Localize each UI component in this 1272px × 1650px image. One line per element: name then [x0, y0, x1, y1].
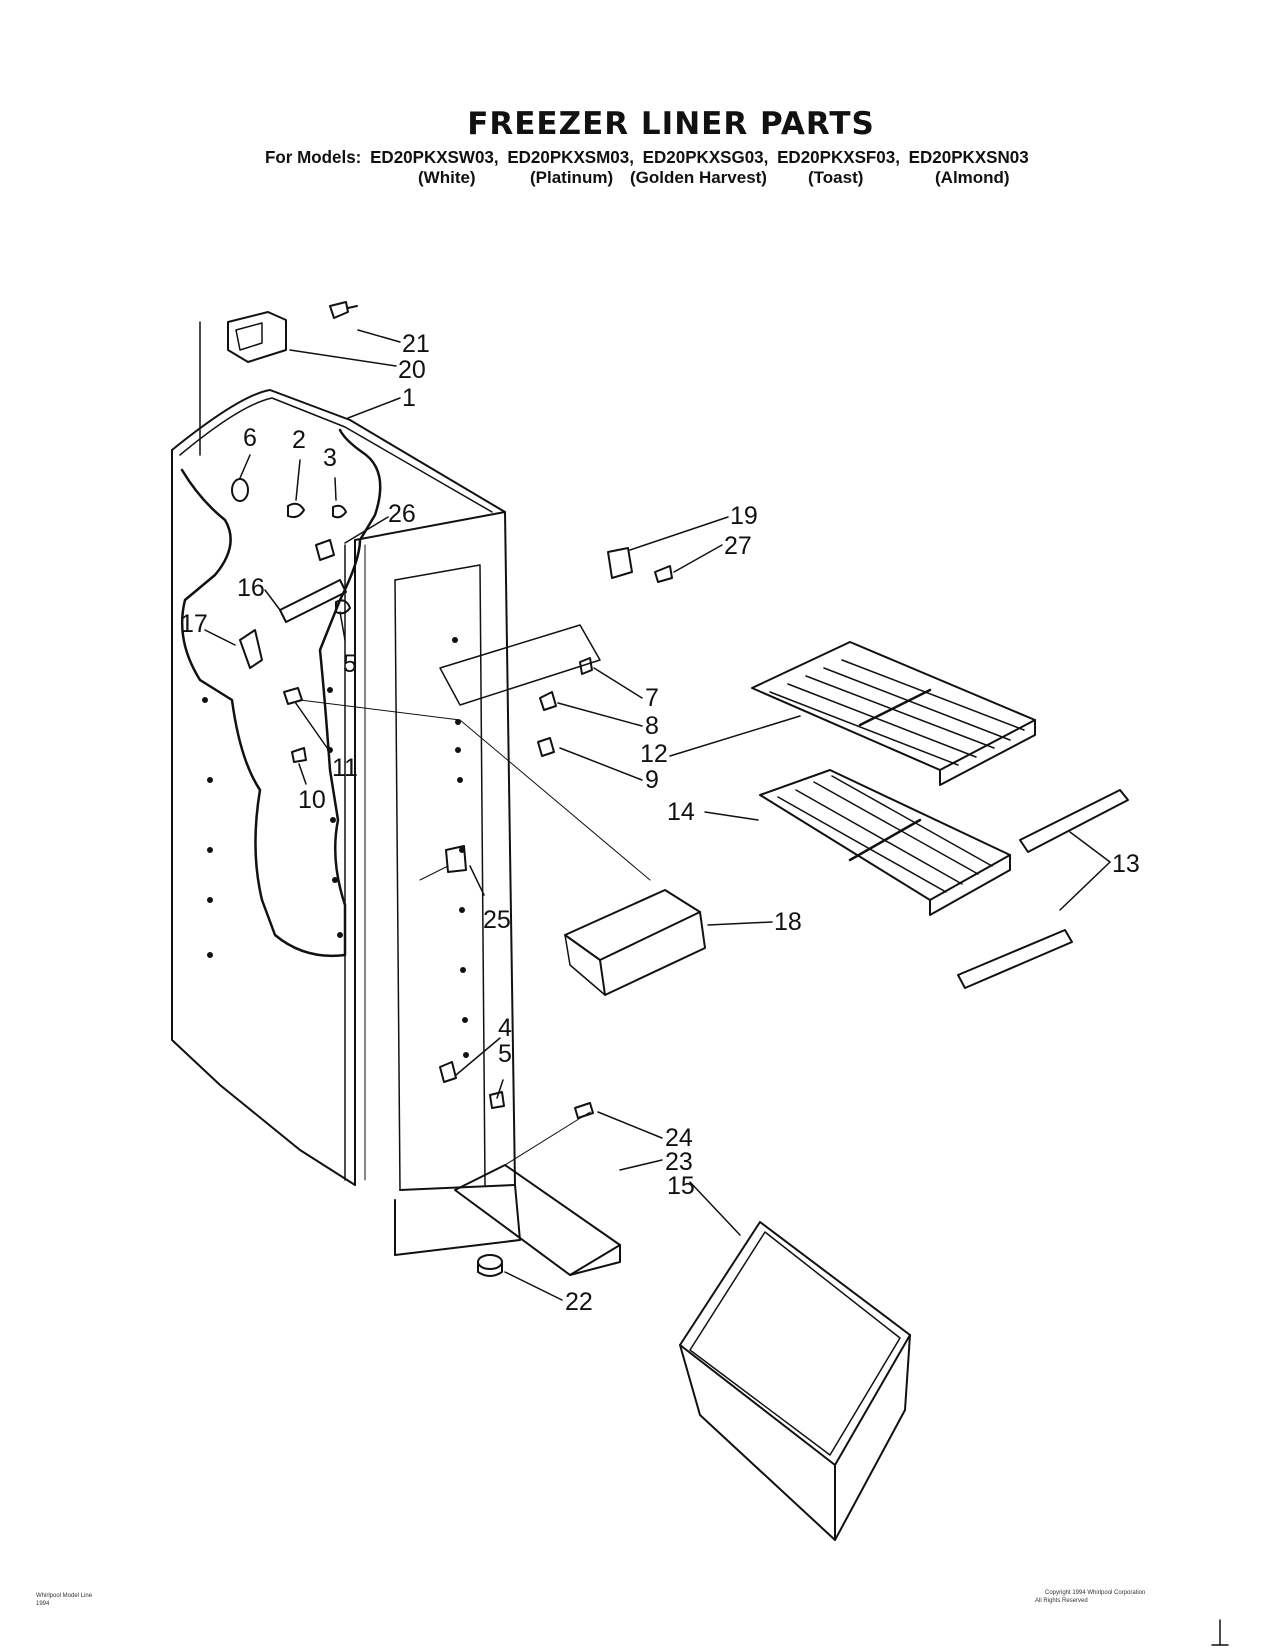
callout-16: 16	[237, 574, 265, 602]
footer-left-line1: Whirlpool Model Line	[36, 1593, 93, 1599]
leader-lines	[204, 329, 1111, 1301]
bottom-rail-part-23	[454, 1164, 621, 1276]
screw-part-24	[574, 1102, 594, 1119]
callout-18: 18	[774, 908, 802, 936]
callout-labels: 21 20 1 6 2 3 26 16 17 5 11 10 19 27 7 8…	[180, 330, 1140, 1316]
callout-11: 11	[332, 754, 358, 782]
bin-part-15	[679, 1221, 911, 1541]
freezer-liner	[171, 389, 521, 1256]
liner-small-parts	[231, 478, 505, 1109]
model-color: (Toast)	[808, 168, 864, 187]
callout-3: 3	[323, 444, 337, 472]
page-title: FREEZER LINER PARTS	[467, 106, 875, 142]
foot-part-22	[477, 1254, 503, 1277]
callout-14: 14	[667, 798, 695, 826]
callout-25: 25	[483, 906, 511, 934]
callout-26: 26	[388, 500, 416, 528]
shelf-part-12	[751, 641, 1036, 786]
callout-22: 22	[565, 1288, 593, 1316]
model-code: ED20PKXSW03,	[370, 147, 499, 168]
callout-24: 24	[665, 1124, 693, 1152]
callout-21: 21	[402, 330, 430, 358]
shelf-rail-part-13	[957, 789, 1129, 989]
callout-4: 4	[498, 1014, 512, 1042]
footer-left-line2: 1994	[36, 1601, 50, 1607]
callout-15: 15	[667, 1172, 695, 1200]
model-color: (Golden Harvest)	[630, 168, 767, 187]
callout-7: 7	[645, 684, 659, 712]
callout-5b: 5	[498, 1040, 512, 1068]
model-code: ED20PKXSN03	[908, 147, 1029, 168]
model-list: For Models: ED20PKXSW03, ED20PKXSM03, ED…	[265, 148, 1033, 169]
callout-5a: 5	[343, 650, 357, 678]
label-plate	[439, 624, 601, 757]
callout-8: 8	[645, 712, 659, 740]
light-housing-part-20	[199, 311, 287, 456]
callout-10: 10	[298, 786, 326, 814]
models-prefix: For Models:	[265, 147, 362, 168]
callout-17: 17	[180, 610, 208, 638]
callout-2: 2	[292, 426, 306, 454]
model-code: ED20PKXSF03,	[777, 147, 900, 168]
shelf-part-14	[759, 769, 1011, 916]
model-code: ED20PKXSG03,	[642, 147, 769, 168]
callout-6: 6	[243, 424, 257, 452]
callout-1: 1	[402, 384, 416, 412]
model-code: ED20PKXSM03,	[507, 147, 634, 168]
model-color: (White)	[418, 168, 476, 187]
model-color: (Almond)	[935, 168, 1010, 187]
model-color: (Platinum)	[530, 168, 614, 187]
callout-12: 12	[640, 740, 668, 768]
footer-right-line2: All Rights Reserved	[1035, 1598, 1088, 1604]
callout-20: 20	[398, 356, 426, 384]
callout-13: 13	[1112, 850, 1140, 878]
callout-9: 9	[645, 766, 659, 794]
screw-part-21	[329, 301, 358, 319]
callout-19: 19	[730, 502, 758, 530]
callout-27: 27	[724, 532, 752, 560]
shelf-support-part-18	[564, 889, 706, 996]
footer-right-line1: Copyright 1994 Whirlpool Corporation	[1045, 1590, 1146, 1596]
callout-23: 23	[665, 1148, 693, 1176]
control-part-19	[607, 547, 673, 583]
